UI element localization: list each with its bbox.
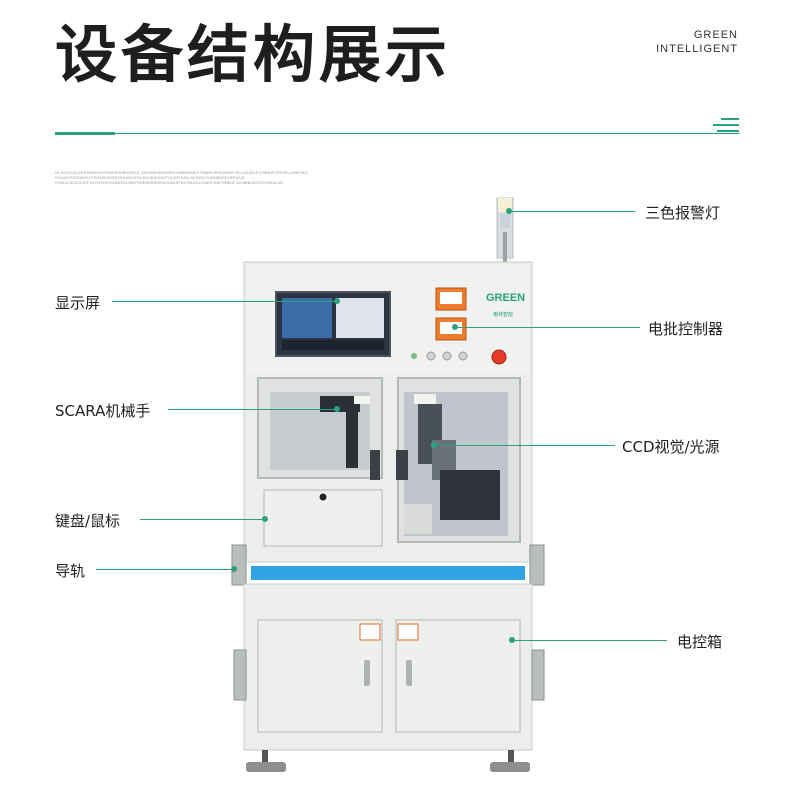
leader-ccd: [434, 445, 615, 446]
leader-rail: [96, 569, 234, 570]
dot-control-box: [509, 637, 515, 643]
callout-ccd: CCD视觉/光源: [622, 438, 720, 456]
dot-screw: [452, 324, 458, 330]
dot-ccd: [431, 442, 437, 448]
machine-logo-sub: 格林智能: [493, 311, 513, 318]
leader-control-box: [512, 640, 667, 641]
blue-stripe: [251, 566, 525, 580]
menu-icon: [713, 118, 739, 136]
leader-keyboard: [140, 519, 265, 520]
dot-alarm: [506, 208, 512, 214]
callout-scara: SCARA机械手: [55, 402, 151, 420]
callout-alarm-light: 三色报警灯: [645, 204, 721, 222]
machine-logo: GREEN: [486, 292, 525, 304]
callout-rail: 导轨: [55, 562, 86, 580]
brand-line-2: INTELLIGENT: [656, 43, 738, 55]
callout-control-box: 电控箱: [677, 633, 723, 651]
callout-display: 显示屏: [55, 294, 101, 312]
leader-display: [112, 301, 337, 302]
brand-line-1: GREEN: [693, 29, 738, 41]
callout-screw-controller: 电批控制器: [648, 320, 724, 338]
page-title: 设备结构展示: [55, 18, 452, 91]
leader-scara: [168, 409, 337, 410]
brand-mark: GREEN INTELLIGENT: [656, 28, 738, 56]
fine-print: OLJKDFJGLDSJHGDIKDFGHNKSDFBKSDFJL,SDVNKI…: [55, 170, 309, 185]
dot-rail: [231, 566, 237, 572]
dot-display: [334, 298, 340, 304]
leader-screw: [455, 327, 640, 328]
header-divider: [55, 133, 739, 134]
rail-left: [231, 544, 247, 586]
rail-right: [529, 544, 545, 586]
dot-keyboard: [262, 516, 268, 522]
divider-accent: [55, 132, 115, 135]
dot-scara: [334, 406, 340, 412]
leader-alarm: [509, 211, 635, 212]
callout-keyboard: 键盘/鼠标: [55, 512, 121, 530]
